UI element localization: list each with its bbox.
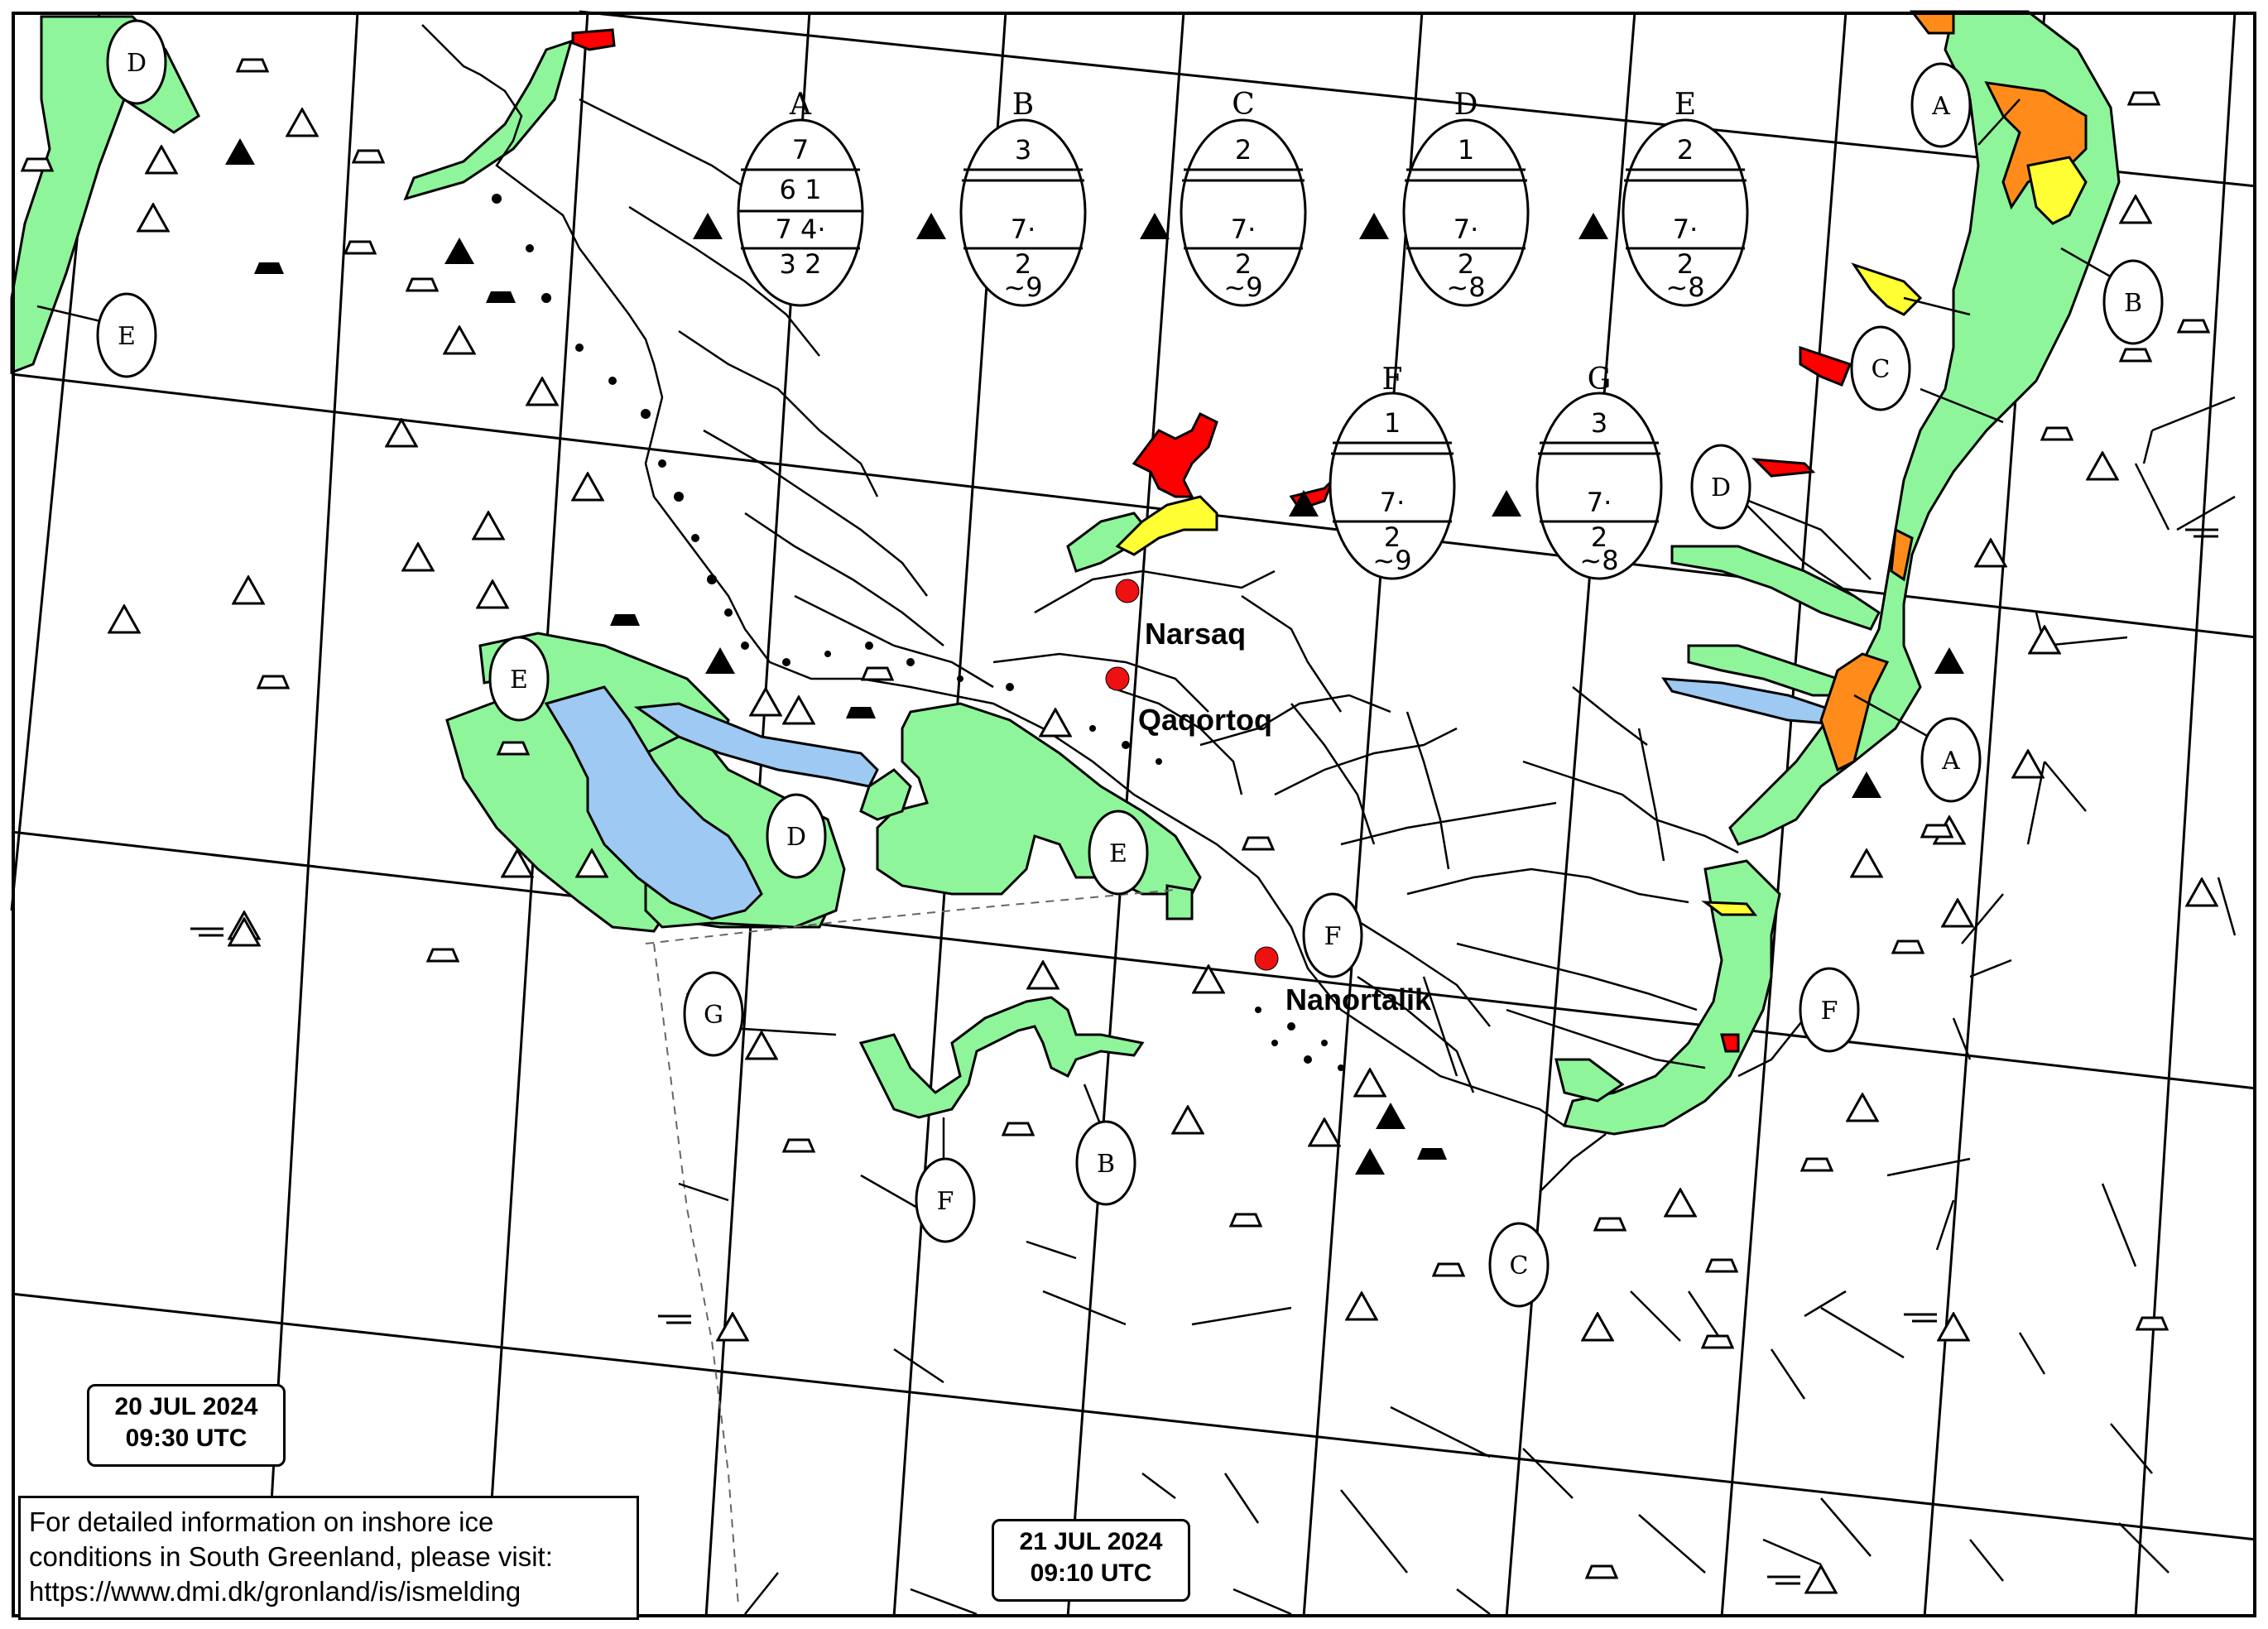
town-markers [1105, 579, 1279, 971]
timestamp-left: 20 JUL 2024 09:30 UTC [87, 1384, 286, 1467]
egg-code-b: B 3 7· 2 ~9 [959, 88, 1087, 307]
svg-text:2: 2 [1591, 521, 1607, 553]
area-labels: D E E D E G F B F C A B C D A F [118, 49, 2142, 1281]
wind-barbs [678, 296, 2237, 1616]
svg-text:F: F [1821, 997, 1838, 1026]
svg-text:3: 3 [1015, 134, 1031, 166]
svg-text:D: D [1454, 88, 1478, 122]
info-box: For detailed information on inshore ice … [18, 1496, 639, 1620]
ice-concentration-orange [1819, 10, 2088, 772]
egg-code-e: E 2 7· 2 ~8 [1622, 88, 1749, 307]
svg-text:F: F [1382, 363, 1403, 396]
town-label-nanortalik: Nanortalik [1285, 983, 1432, 1016]
area-small-west [1165, 884, 1194, 920]
narsaq-marker [1115, 579, 1140, 603]
svg-text:D: D [127, 49, 147, 78]
svg-text:2: 2 [1458, 248, 1474, 280]
svg-text:C: C [1510, 1252, 1529, 1281]
svg-text:2: 2 [1235, 248, 1252, 280]
svg-text:~9: ~9 [1223, 272, 1262, 303]
svg-text:2: 2 [1015, 248, 1031, 280]
fast-ice-inland [544, 685, 763, 920]
svg-text:B: B [1097, 1150, 1115, 1179]
svg-text:C: C [1872, 355, 1891, 384]
svg-text:B: B [1012, 88, 1034, 122]
town-label-qaqortoq: Qaqortoq [1138, 703, 1272, 737]
ice-concentration-red [571, 28, 1852, 1053]
svg-text:~8: ~8 [1446, 272, 1485, 303]
svg-text:3 2: 3 2 [780, 248, 822, 280]
timestamp-right: 21 JUL 2024 09:10 UTC [992, 1519, 1190, 1602]
svg-text:A: A [1931, 92, 1950, 121]
town-labels: Narsaq Qaqortoq Nanortalik [1138, 617, 1432, 1016]
coastline [421, 24, 1739, 1127]
area-west-strip [10, 15, 200, 375]
svg-text:2: 2 [1677, 248, 1694, 280]
svg-text:E: E [510, 666, 528, 694]
svg-text:G: G [1588, 363, 1612, 396]
svg-text:7 4·: 7 4· [775, 214, 825, 245]
svg-text:2: 2 [1677, 134, 1694, 166]
svg-text:~8: ~8 [1579, 545, 1618, 576]
island-stipple [492, 194, 1344, 1071]
svg-text:F: F [1324, 922, 1342, 951]
wind-symbols-eq [190, 528, 2218, 1585]
timestamp-right-date: 21 JUL 2024 [1019, 1528, 1163, 1555]
area-coast-east [1728, 10, 2121, 846]
svg-text:6 1: 6 1 [780, 174, 822, 205]
svg-text:7·: 7· [1380, 487, 1405, 518]
svg-text:D: D [1711, 473, 1731, 502]
ice-edge-line [645, 889, 1176, 1607]
info-line-2: conditions in South Greenland, please vi… [29, 1541, 553, 1572]
svg-text:7·: 7· [1587, 487, 1612, 518]
area-coast-southeast2 [1554, 1058, 1625, 1103]
egg-code-a: A 7 6 1 7 4· 3 2 [737, 88, 864, 307]
area-south-band [858, 996, 1145, 1119]
timestamp-right-time: 09:10 UTC [1030, 1559, 1152, 1587]
svg-text:D: D [786, 823, 806, 852]
egg-code-c: C 2 7· 2 ~9 [1180, 88, 1307, 307]
svg-text:B: B [2124, 289, 2142, 318]
area-coast-nw [403, 39, 574, 201]
area-coast-southeast [1563, 859, 1781, 1136]
svg-text:F: F [937, 1187, 954, 1216]
timestamp-left-date: 20 JUL 2024 [114, 1393, 258, 1420]
svg-text:1: 1 [1458, 134, 1474, 166]
svg-text:7: 7 [792, 134, 809, 166]
area-center-fjord-b [859, 768, 912, 821]
svg-text:A: A [789, 88, 812, 122]
egg-code-d: D 1 7· 2 ~8 [1402, 88, 1530, 307]
egg-code-f: F 1 7· 2 ~9 [1329, 363, 1456, 580]
nanortalik-marker [1254, 946, 1279, 971]
info-line-1: For detailed information on inshore ice [29, 1506, 494, 1537]
svg-text:E: E [1109, 839, 1127, 868]
svg-text:3: 3 [1591, 407, 1607, 439]
svg-text:~8: ~8 [1665, 272, 1704, 303]
svg-text:1: 1 [1384, 407, 1401, 439]
qaqortoq-marker [1105, 666, 1130, 691]
svg-text:G: G [704, 1001, 723, 1030]
svg-text:~9: ~9 [1372, 545, 1411, 576]
svg-text:A: A [1941, 747, 1960, 776]
fast-ice-areas [544, 677, 1839, 920]
svg-text:2: 2 [1235, 134, 1252, 166]
timestamp-left-time: 09:30 UTC [125, 1425, 247, 1452]
svg-text:E: E [1675, 88, 1696, 122]
area-label-ellipses [96, 19, 2164, 1308]
svg-text:7·: 7· [1231, 214, 1257, 245]
svg-text:7·: 7· [1454, 214, 1479, 245]
svg-text:7·: 7· [1673, 214, 1699, 245]
svg-text:~9: ~9 [1003, 272, 1042, 303]
egg-code-g: G 3 7· 2 ~8 [1535, 363, 1663, 580]
svg-text:2: 2 [1384, 521, 1401, 553]
ice-concentration-yellow [1115, 156, 2088, 916]
info-link[interactable]: https://www.dmi.dk/gronland/is/ismelding [29, 1576, 521, 1607]
town-label-narsaq: Narsaq [1145, 617, 1246, 651]
area-coast-east-fjords [1670, 545, 1881, 631]
svg-text:E: E [118, 322, 136, 351]
svg-text:7·: 7· [1011, 214, 1036, 245]
svg-text:C: C [1232, 88, 1255, 122]
fast-ice-inland-arm [633, 702, 879, 788]
